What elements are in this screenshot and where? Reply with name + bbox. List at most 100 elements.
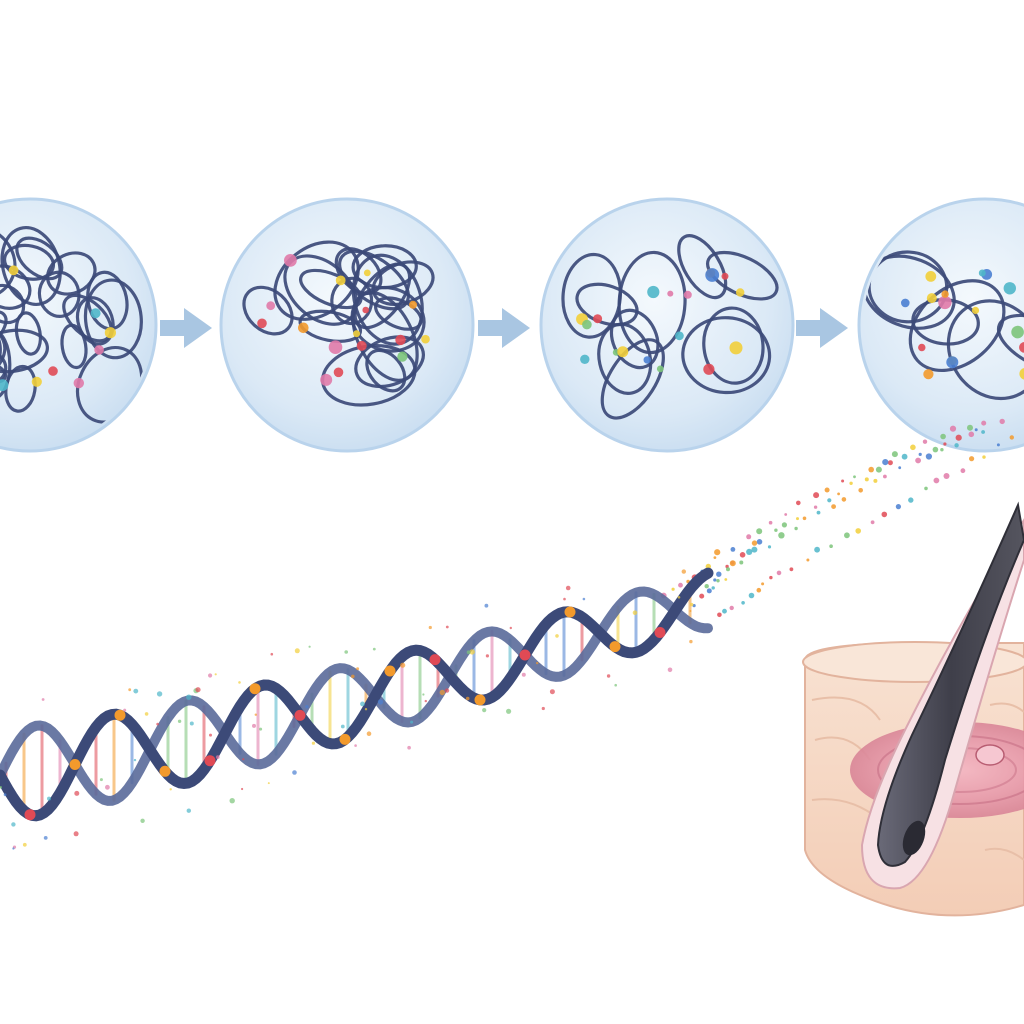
helix-speck: [156, 691, 163, 697]
chromatin-loop: [0, 358, 8, 385]
trail-dot: [831, 504, 836, 509]
chromatin-loop: [996, 313, 1024, 376]
helix-speck: [340, 724, 345, 729]
trail-dot: [713, 556, 717, 559]
histone-bead: [683, 290, 692, 299]
helix-speck: [128, 688, 132, 692]
trail-dot: [932, 446, 939, 453]
helix-speck: [156, 722, 159, 726]
trail-dot: [870, 520, 875, 525]
histone-bead: [257, 318, 267, 329]
chromatin-loop: [83, 278, 143, 360]
hair-root: [902, 820, 926, 856]
helix-speck: [0, 786, 2, 789]
helix-speck: [632, 610, 638, 615]
trail-dot: [943, 473, 950, 479]
histone-bead: [675, 331, 684, 341]
helix-speck: [189, 721, 194, 726]
trail-dot: [778, 532, 785, 539]
helix-speck: [186, 808, 191, 813]
helix-speck: [133, 758, 137, 762]
helix-speck: [541, 706, 545, 711]
trail-dot: [954, 443, 959, 448]
helix-speck: [311, 741, 315, 745]
trail-dot: [741, 601, 745, 605]
trail-dot: [881, 511, 888, 518]
trail-dot: [855, 528, 861, 534]
trail-dot: [768, 520, 773, 525]
chromatin-loop: [946, 299, 1024, 401]
chromatin-loop: [299, 268, 363, 310]
histone-bead: [356, 340, 367, 351]
trail-dot: [756, 528, 763, 535]
trail-dot: [922, 439, 928, 444]
helix-speck: [506, 708, 512, 714]
helix-speck: [12, 847, 15, 850]
helix-speck: [509, 626, 512, 630]
helix-speck: [195, 687, 201, 693]
chromatin-loop: [597, 322, 653, 395]
helix-speck: [410, 720, 414, 724]
chromatin-loop: [706, 250, 779, 301]
hair-follicle: [860, 501, 1024, 890]
helix-speck: [614, 683, 617, 687]
histone-bead: [938, 295, 952, 310]
histone-bead: [736, 288, 745, 297]
trail-dot: [967, 424, 973, 431]
trail-dot: [960, 468, 966, 474]
trail-dot: [739, 552, 746, 558]
helix-speck: [681, 569, 686, 574]
trail-dot: [858, 488, 863, 493]
trail-dot: [949, 425, 957, 432]
trail-dot: [746, 548, 753, 556]
helix-speck: [563, 597, 566, 601]
histone-bead: [925, 271, 937, 282]
histone-bead: [90, 308, 101, 319]
chromatin-loop: [681, 316, 772, 395]
chromatin-loop: [46, 251, 97, 296]
trail-dot: [761, 582, 765, 586]
histone-bead: [353, 330, 361, 338]
helix-speck: [169, 788, 172, 791]
helix-speck: [344, 650, 349, 654]
trail-dot: [796, 517, 799, 521]
flow-arrow-2: [478, 308, 530, 348]
helix-speck: [305, 705, 309, 709]
trail-dot: [717, 612, 722, 618]
trail-dot: [813, 505, 818, 509]
chromatin-loop: [0, 329, 12, 400]
trail-dot: [671, 587, 675, 591]
trail-dot: [873, 478, 878, 483]
histone-bead: [1003, 282, 1016, 295]
histone-bead: [729, 341, 743, 355]
helix-speck: [354, 744, 357, 747]
trail-dot: [841, 497, 847, 502]
trail-dot: [824, 487, 830, 493]
trail-dot: [802, 516, 807, 521]
chromatin-loop: [600, 338, 665, 420]
helix-speck: [677, 596, 681, 599]
histone-bead: [409, 300, 417, 309]
helix-node: [114, 709, 126, 721]
helix-speck: [422, 693, 425, 696]
chromatin-loop: [0, 325, 2, 373]
trail-dot: [713, 578, 717, 582]
histone-bead: [1019, 342, 1024, 353]
trail-dot: [678, 582, 683, 588]
trail-dot: [711, 586, 715, 590]
helix-speck: [209, 733, 212, 737]
chromatin-stage-1: [0, 197, 158, 453]
histone-bead: [395, 334, 406, 346]
helix-speck: [555, 634, 559, 638]
helix-speck: [690, 602, 694, 607]
helix-speck: [484, 603, 489, 608]
trail-dot: [915, 457, 921, 464]
helix-speck: [364, 708, 368, 711]
helix-speck: [400, 662, 406, 668]
helix-speck: [22, 842, 27, 847]
helix-speck: [582, 597, 586, 601]
histone-bead: [0, 379, 9, 392]
chromatin-loop: [273, 240, 360, 321]
